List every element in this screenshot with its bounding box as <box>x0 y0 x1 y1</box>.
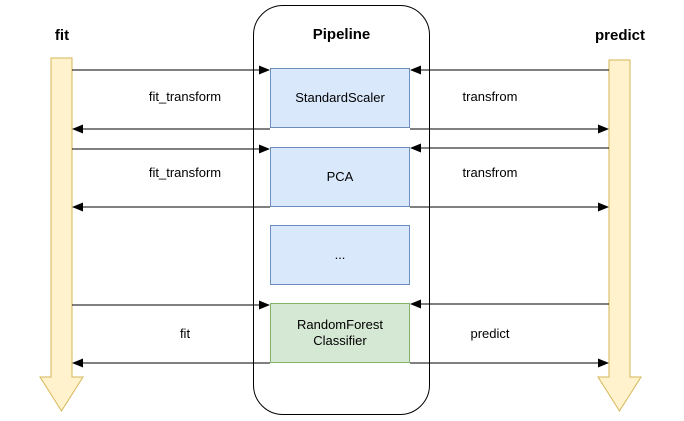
message-label-fit-transform-2: fit_transform <box>148 165 222 180</box>
message-label-transfrom-2: transfrom <box>462 165 518 180</box>
stage-ellipsis: ... <box>270 225 410 285</box>
predict-lifeline-arrow <box>597 59 642 412</box>
stage-pca: PCA <box>270 147 410 207</box>
message-label-fit-transform-1: fit_transform <box>148 89 222 104</box>
stage-standardscaler: StandardScaler <box>270 68 410 128</box>
stage-randomforestclassifier: RandomForest Classifier <box>270 303 410 363</box>
fit-lifeline-arrow <box>39 57 84 412</box>
message-label-fit: fit <box>179 326 191 341</box>
message-label-transfrom-1: transfrom <box>462 89 518 104</box>
pipeline-title: Pipeline <box>312 26 371 43</box>
predict-lifeline-title: predict <box>594 27 645 44</box>
message-label-predict: predict <box>470 326 510 341</box>
fit-lifeline-title: fit <box>54 27 70 44</box>
